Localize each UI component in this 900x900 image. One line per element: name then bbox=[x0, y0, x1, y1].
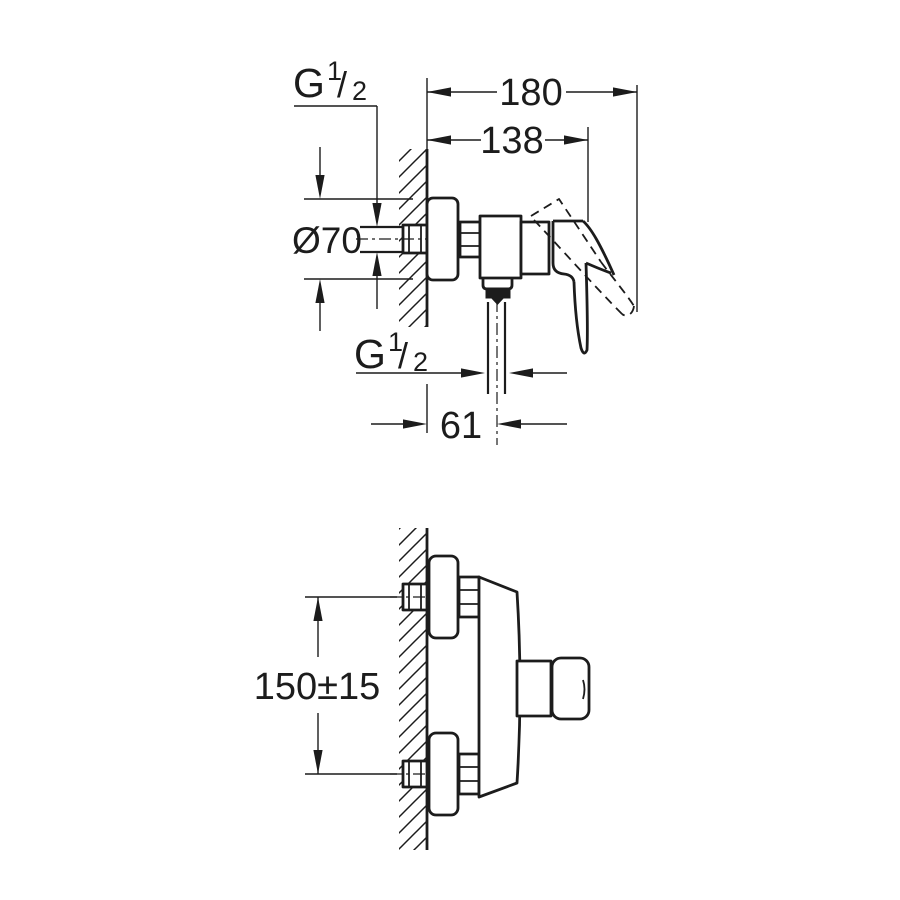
escutcheon bbox=[427, 554, 460, 640]
dim-150: 150±15 bbox=[254, 596, 397, 775]
valve-body bbox=[478, 214, 551, 280]
escutcheon bbox=[427, 731, 460, 817]
dim-180-value: 180 bbox=[499, 72, 562, 114]
dim-61: 61 bbox=[371, 384, 567, 447]
thread-outlet-slash: / bbox=[398, 335, 408, 376]
escutcheon bbox=[425, 196, 460, 282]
thread-inlet-base: G bbox=[293, 60, 325, 106]
handle-grip bbox=[550, 656, 591, 721]
side-view: 180 138 Ø70 G 1 / 2 bbox=[292, 56, 638, 447]
shower-outlet bbox=[481, 277, 514, 445]
handle-neck bbox=[515, 659, 553, 718]
wall-section-front bbox=[399, 528, 429, 850]
thread-outlet-num: 1 bbox=[388, 327, 403, 357]
outlet-thread bbox=[485, 287, 511, 299]
dim-180: 180 bbox=[427, 72, 638, 312]
dim-138-value: 138 bbox=[480, 120, 543, 162]
front-view: 150±15 bbox=[254, 528, 591, 850]
lever-handle bbox=[551, 219, 616, 355]
thread-outlet-den: 2 bbox=[413, 347, 428, 377]
label-thread-inlet: G 1 / 2 bbox=[293, 56, 382, 309]
thread-outlet-base: G bbox=[354, 331, 386, 377]
wall-hatching bbox=[399, 528, 427, 850]
thread-inlet-num: 1 bbox=[327, 56, 342, 86]
label-thread-outlet: G 1 / 2 bbox=[354, 327, 567, 378]
wall-section bbox=[399, 78, 429, 327]
dim-138: 138 bbox=[427, 120, 589, 222]
dim-150-value: 150±15 bbox=[254, 666, 381, 708]
thread-inlet-slash: / bbox=[337, 64, 347, 105]
inlet-fitting bbox=[356, 223, 431, 255]
dim-61-value: 61 bbox=[440, 405, 482, 447]
inlet-upper bbox=[390, 554, 481, 640]
dim-dia-70: Ø70 bbox=[292, 147, 413, 331]
lever-handle-range bbox=[530, 198, 635, 317]
inlet-lower bbox=[390, 731, 481, 817]
handle-front bbox=[515, 656, 591, 721]
cartridge-cap bbox=[519, 220, 551, 276]
union-nut bbox=[458, 220, 482, 259]
mixer-body bbox=[477, 575, 522, 799]
thread-inlet-den: 2 bbox=[352, 76, 367, 106]
union-nut bbox=[457, 752, 481, 796]
union-nut bbox=[457, 575, 481, 619]
dim-dia70-value: Ø70 bbox=[292, 220, 362, 261]
